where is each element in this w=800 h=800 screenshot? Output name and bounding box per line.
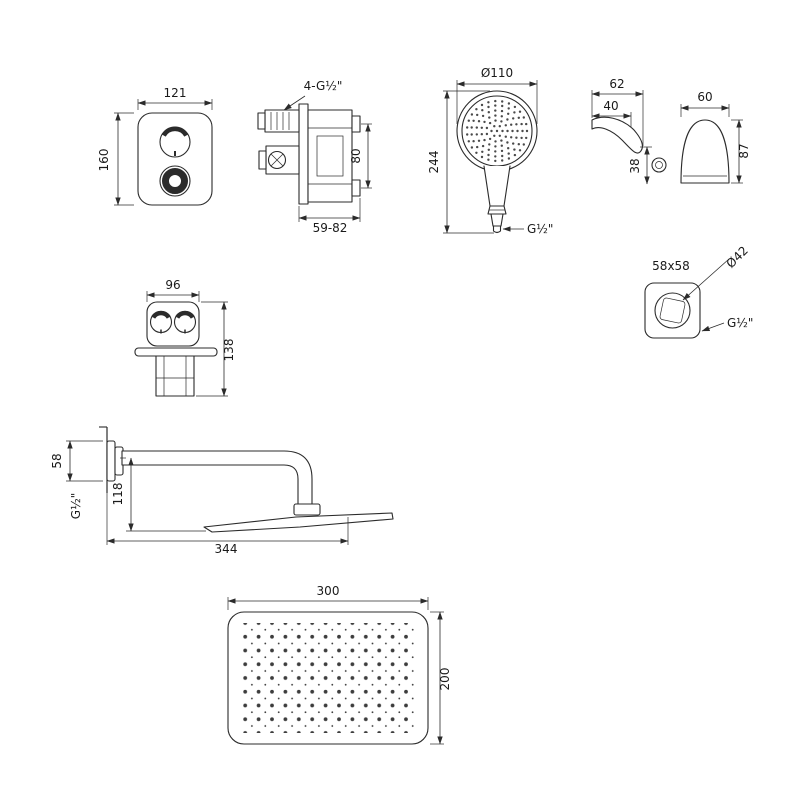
valve-threads-label: 4-G½" (304, 79, 343, 93)
bracket-inner-width-label: 40 (603, 99, 618, 113)
elbow-rosette (654, 292, 691, 329)
handshower-diameter-label: Ø110 (481, 66, 513, 80)
holder-cup-view: 60 87 (680, 90, 751, 184)
valvetop-width-label: 96 (165, 278, 180, 292)
dim-cup-height: 87 (731, 119, 751, 184)
valvetop-body (155, 355, 195, 397)
dim-valve-port-spacing: 80 (349, 123, 372, 189)
dim-valvetop-width: 96 (146, 278, 200, 302)
wall-bracket-view: 62 40 38 (591, 77, 667, 185)
dim-arm-reach: 344 (106, 493, 349, 556)
arm-thread-label: G½" (69, 493, 83, 519)
bracket-width-label: 62 (609, 77, 624, 91)
bracket-hook-outer (651, 157, 667, 173)
valve-stub-top-right (351, 115, 361, 133)
valve-port-cap-top (257, 112, 266, 130)
shower-arm-view: 58 G½" 118 344 (50, 426, 394, 556)
arm-flange-label: 58 (50, 453, 64, 468)
bracket-body (591, 116, 643, 154)
head-edge-profile (203, 512, 394, 533)
cup-height-label: 87 (737, 143, 751, 158)
elbow-size-label: 58x58 (652, 259, 690, 273)
valve-port-mid-left (265, 145, 300, 175)
bracket-hook-inner (655, 161, 663, 169)
volume-knob-ring (162, 168, 188, 194)
handshower-spray-nozzles (466, 99, 529, 163)
valve-depth-label: 59-82 (313, 221, 348, 235)
head-face-view: 300 200 (227, 584, 452, 745)
dim-handshower-diameter: Ø110 (456, 66, 538, 124)
valve-mounting-plate (298, 103, 309, 205)
elbow-outlet-square (659, 297, 686, 324)
dim-trim-plate-height: 160 (97, 112, 134, 206)
valve-cartridge-circle (267, 150, 287, 170)
head-height-label: 200 (438, 668, 452, 691)
hand-shower-view: Ø110 244 G½" (427, 66, 553, 236)
handshower-nozzle (490, 213, 504, 227)
dim-arm-flange: 58 (50, 440, 103, 482)
dim-cup-width: 60 (680, 90, 730, 117)
cup-body (680, 119, 730, 184)
volume-knob-outline (159, 165, 191, 197)
trim-plate-front-view: 121 160 (97, 86, 213, 206)
dim-valvetop-depth: 138 (196, 301, 236, 397)
dim-bracket-inner-width: 40 (591, 99, 632, 130)
trim-plate-outline (137, 112, 213, 206)
head-width-label: 300 (317, 584, 340, 598)
dim-bracket-height: 38 (628, 146, 652, 185)
valve-top-view: 96 138 (134, 278, 236, 397)
elbow-faceplate (644, 282, 701, 339)
valve-port-spacing-label: 80 (349, 148, 363, 163)
valve-body-box (307, 109, 353, 203)
valve-side-view: 4-G½" 80 59-82 (257, 79, 372, 235)
thermostat-knob-grip (161, 126, 189, 137)
handshower-length-label: 244 (427, 151, 441, 174)
dim-head-height: 200 (430, 611, 452, 745)
dim-valve-depth: 59-82 (298, 198, 361, 235)
elbow-thread-label: G½" (727, 316, 753, 330)
elbow-rosette-leader (682, 258, 730, 301)
valve-port-cap-mid (258, 150, 267, 170)
valvetop-plate-edge (134, 347, 218, 357)
head-connector-nut (293, 503, 321, 516)
arm-drop-label: 118 (111, 483, 125, 506)
cup-width-label: 60 (697, 90, 712, 104)
dim-head-width: 300 (227, 584, 429, 610)
bracket-height-label: 38 (628, 158, 642, 173)
dim-arm-drop: 118 (111, 457, 206, 532)
valve-threads-leader (283, 95, 306, 111)
trim-plate-height-label: 160 (97, 149, 111, 172)
dim-trim-plate-width: 121 (137, 86, 213, 110)
handshower-thread-label: G½" (527, 222, 553, 236)
trim-plate-width-label: 121 (164, 86, 187, 100)
wall-elbow-view: 58x58 Ø42 G½" (644, 243, 753, 339)
valvetop-block (146, 301, 200, 347)
elbow-thread-leader (701, 322, 725, 332)
dim-handshower-length: 244 (427, 90, 494, 234)
head-nozzle-grid (241, 623, 415, 733)
valve-port-top-left (264, 109, 300, 133)
handshower-tip (492, 225, 502, 234)
valvetop-depth-label: 138 (222, 339, 236, 362)
arm-flange (106, 440, 116, 482)
arm-reach-label: 344 (215, 542, 238, 556)
valve-stub-bottom-right (351, 179, 361, 197)
